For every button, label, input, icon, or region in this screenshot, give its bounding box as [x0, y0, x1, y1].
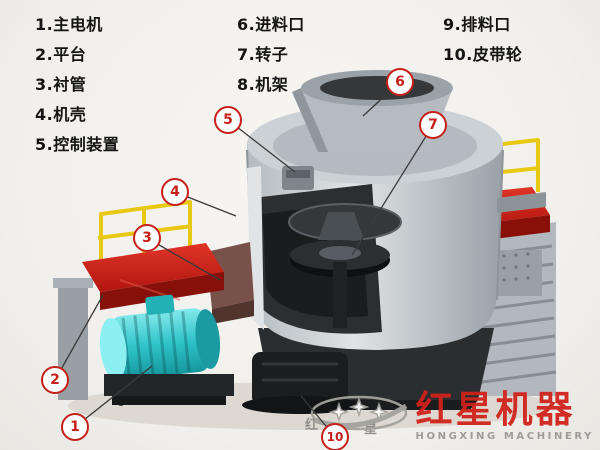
legend-column-2: 6.进料口 7.转子 8.机架	[237, 10, 305, 100]
legend-item-1: 1.主电机	[35, 15, 103, 34]
legend-item-5: 5.控制装置	[35, 135, 120, 154]
legend-item-8: 8.机架	[237, 75, 289, 94]
legend-item-7: 7.转子	[237, 45, 289, 64]
callout-circle-1: 1	[61, 413, 89, 441]
motor-base	[104, 374, 234, 405]
legend-column-3: 9.排料口 10.皮带轮	[443, 10, 522, 70]
callout-circle-6: 6	[386, 68, 414, 96]
legend-item-3: 3.衬管	[35, 75, 87, 94]
legend-item-2: 2.平台	[35, 45, 87, 64]
callout-circle-4: 4	[161, 178, 189, 206]
legend-item-9: 9.排料口	[443, 15, 511, 34]
legend-item-4: 4.机壳	[35, 105, 87, 124]
legend-item-10: 10.皮带轮	[443, 45, 523, 64]
watermark-brand-en: HONGXING MACHINERY	[415, 430, 594, 442]
callout-circle-10: 10	[321, 423, 349, 450]
legend-column-1: 1.主电机 2.平台 3.衬管 4.机壳 5.控制装置	[35, 10, 119, 160]
callout-circle-3: 3	[133, 224, 161, 252]
callout-circle-5: 5	[214, 106, 242, 134]
feed-inlet	[292, 70, 453, 152]
control-device	[282, 166, 314, 190]
callout-circle-2: 2	[41, 366, 69, 394]
callout-circle-7: 7	[419, 111, 447, 139]
watermark-brand-cn: 红星机器	[415, 387, 576, 431]
pipe-connector	[497, 192, 546, 213]
watermark-text: 红星机器 HONGXING MACHINERY	[416, 391, 594, 442]
watermark: 红星机器 HONGXING MACHINERY	[308, 390, 594, 442]
legend-item-6: 6.进料口	[237, 15, 305, 34]
